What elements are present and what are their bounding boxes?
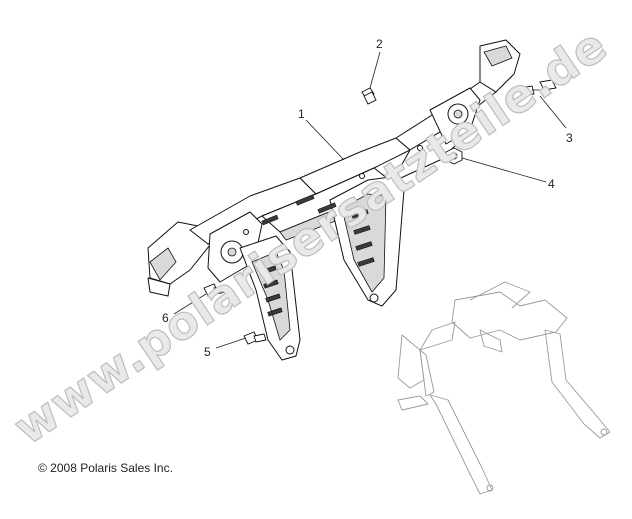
nut-icon (445, 147, 463, 165)
callout-6: 6 (162, 311, 169, 325)
callout-4: 4 (548, 177, 555, 191)
right-arm-slots (351, 209, 375, 267)
callout-3: 3 (566, 131, 573, 145)
bumper-frame-icon (147, 39, 521, 361)
bolt-icon-5 (243, 331, 267, 345)
bolt-icon-6 (203, 283, 227, 297)
reference-frame-icon (397, 281, 611, 495)
callout-5: 5 (204, 345, 211, 359)
bolt-icon (361, 87, 377, 105)
callout-2: 2 (376, 37, 383, 51)
watermark: www.polarisersatzteile.de (4, 17, 617, 455)
copyright-notice: © 2008 Polaris Sales Inc. (38, 461, 173, 475)
screw-icon (519, 79, 557, 97)
callout-1: 1 (298, 107, 305, 121)
center-grille (261, 194, 337, 226)
left-arm-slots (261, 265, 283, 317)
leader-lines (173, 51, 567, 349)
